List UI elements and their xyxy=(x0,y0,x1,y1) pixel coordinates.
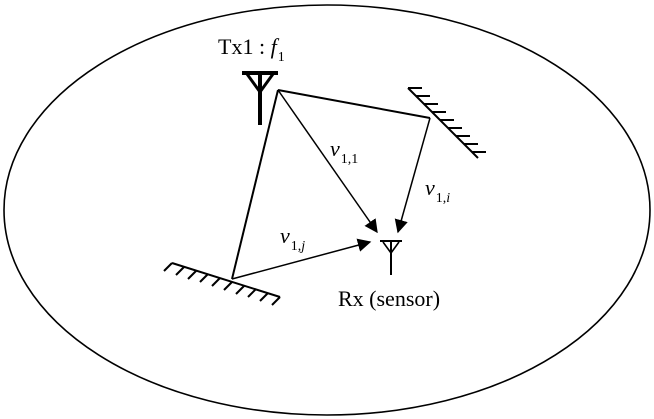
path-label-v11-subscript: 1,1 xyxy=(341,152,359,167)
transmitter-label: Tx1 : f1 xyxy=(218,34,285,65)
path-label-v1j-subscript-pre: 1, xyxy=(291,239,302,254)
path-tx-to-bottom-reflector xyxy=(231,89,279,280)
environment-boundary xyxy=(3,4,651,416)
receiver-label: Rx (sensor) xyxy=(338,286,440,311)
path-label-v1i-subscript-pre: 1, xyxy=(436,191,447,206)
path-label-v1j-symbol: v xyxy=(280,223,290,248)
path-label-v1i: v1,i xyxy=(425,175,450,206)
path-label-v1j: v1,j xyxy=(280,223,305,254)
path-direct-tx-to-rx xyxy=(277,89,378,234)
path-tx-to-top-reflector xyxy=(277,89,431,119)
path-label-v1j-subscript-index: j xyxy=(299,239,305,254)
frequency-subscript: 1 xyxy=(278,50,285,65)
transmitter-label-prefix: Tx1 : xyxy=(218,34,271,59)
receiver-antenna-icon xyxy=(380,240,402,275)
transmitter-antenna-icon xyxy=(242,71,278,125)
frequency-symbol: f xyxy=(271,34,280,59)
reflector-bottom-left xyxy=(163,262,281,306)
path-label-v11-symbol: v xyxy=(330,136,340,161)
path-bottom-reflector-to-rx xyxy=(231,238,372,280)
reflector-top-right xyxy=(407,87,486,159)
path-label-v1i-subscript-index: i xyxy=(446,191,450,206)
path-label-v1i-symbol: v xyxy=(425,175,435,200)
path-label-v11: v1,1 xyxy=(330,136,358,167)
path-top-reflector-to-rx xyxy=(394,117,431,234)
